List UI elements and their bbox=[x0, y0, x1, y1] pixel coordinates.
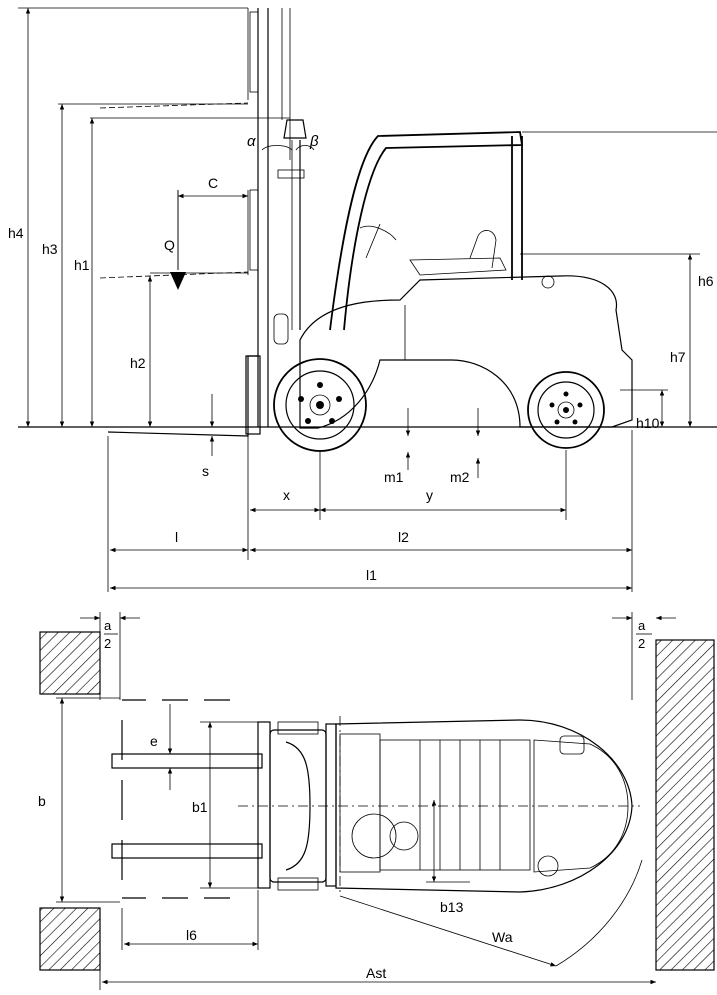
left-bottom-wall bbox=[39, 907, 101, 971]
raised-carriage bbox=[58, 8, 259, 279]
label-l2: l2 bbox=[398, 529, 409, 545]
label-alpha: α bbox=[247, 133, 256, 150]
dim-Wa bbox=[339, 895, 557, 967]
label-m2: m2 bbox=[450, 469, 470, 485]
tilt-arc-alpha bbox=[261, 145, 293, 151]
label-h1: h1 bbox=[74, 257, 90, 273]
top-view: a 2 a 2 b e b1 b13 l6 Wa Ast bbox=[38, 612, 715, 990]
label-h10: h10 bbox=[636, 415, 660, 431]
tilt-arc-beta bbox=[295, 145, 315, 151]
label-h7: h7 bbox=[670, 349, 686, 365]
truck-body bbox=[299, 223, 633, 429]
label-m1: m1 bbox=[384, 469, 404, 485]
load-center bbox=[170, 190, 248, 290]
label-b13: b13 bbox=[440, 899, 464, 915]
label-a-left-den: 2 bbox=[104, 636, 111, 651]
label-y: y bbox=[426, 487, 433, 503]
pallet-outline bbox=[121, 699, 230, 899]
fork-upper bbox=[111, 753, 263, 769]
rear-wheel bbox=[527, 371, 605, 449]
label-b1: b1 bbox=[192, 799, 208, 815]
vertical-dimensions bbox=[18, 7, 290, 456]
left-top-wall bbox=[39, 631, 101, 695]
turning-arc bbox=[555, 859, 643, 967]
side-view: h4 h3 h1 h2 s C Q α β h6 h7 h10 m1 m2 x … bbox=[8, 7, 717, 592]
label-l: l bbox=[175, 529, 178, 545]
lowered-fork bbox=[107, 355, 261, 437]
label-a-right-num: a bbox=[638, 618, 646, 633]
a-half-markers bbox=[80, 612, 676, 700]
front-wheel bbox=[273, 358, 367, 452]
label-h3: h3 bbox=[42, 241, 58, 257]
horizontal-dimensions bbox=[107, 430, 633, 592]
label-Ast: Ast bbox=[366, 965, 386, 981]
label-s: s bbox=[202, 463, 209, 479]
label-C: C bbox=[208, 175, 218, 191]
label-h4: h4 bbox=[8, 225, 24, 241]
label-b: b bbox=[38, 793, 46, 809]
label-a-left-num: a bbox=[104, 618, 112, 633]
label-x: x bbox=[283, 487, 290, 503]
label-Q: Q bbox=[164, 237, 175, 253]
label-h6: h6 bbox=[698, 273, 714, 289]
label-a-right-den: 2 bbox=[638, 636, 645, 651]
label-l6: l6 bbox=[186, 927, 197, 943]
truck-top bbox=[238, 716, 640, 896]
label-h2: h2 bbox=[130, 355, 146, 371]
label-l1: l1 bbox=[366, 567, 377, 583]
right-dimensions bbox=[405, 253, 700, 478]
right-wall bbox=[655, 639, 715, 971]
label-beta: β bbox=[309, 133, 319, 150]
label-e: e bbox=[150, 733, 158, 749]
overhead-guard bbox=[329, 131, 717, 331]
fork-lower bbox=[111, 843, 263, 859]
label-Wa: Wa bbox=[492, 929, 513, 945]
